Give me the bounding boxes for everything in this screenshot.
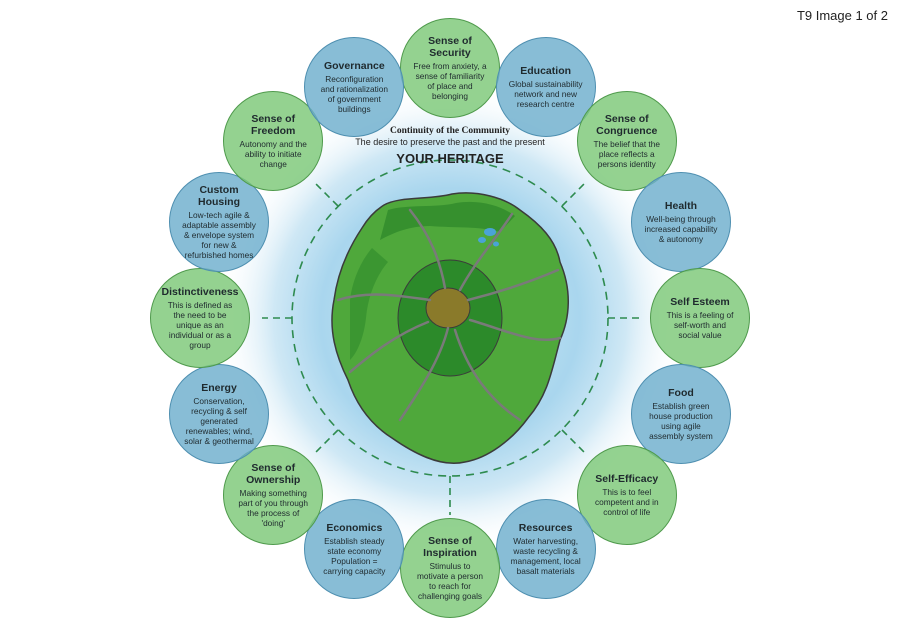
node-description: Water harvesting, waste recycling & mana… (510, 535, 581, 576)
node-title: Sense of Inspiration (423, 535, 477, 559)
node-description: This is to feel competent and in control… (594, 486, 659, 517)
node-description: Autonomy and the ability to initiate cha… (239, 139, 307, 170)
image-counter: T9 Image 1 of 2 (796, 8, 888, 23)
node-description: Conservation, recycling & self generated… (184, 395, 254, 446)
center-heading: YOUR HERITAGE (396, 151, 504, 166)
node-title: Education (520, 65, 572, 78)
island-illustration (331, 192, 569, 464)
node-description: Free from anxiety, a sense of familiarit… (413, 61, 487, 101)
center-title: Continuity of the Community (389, 126, 511, 136)
node-title: Self-Efficacy (595, 472, 659, 485)
node-description: Low-tech agile & adaptable assembly & en… (182, 210, 256, 261)
node-description: Stimulus to motivate a person to reach f… (417, 561, 483, 601)
node-description: Making something part of you through the… (238, 487, 309, 528)
node-title: Resources (518, 521, 573, 534)
node-description: The belief that the place reflects a per… (593, 139, 660, 170)
spoke-lines (262, 182, 640, 515)
node-title: Food (668, 386, 694, 399)
node-title: Governance (323, 60, 385, 73)
node-title: Sense of Security (428, 35, 472, 59)
node-description: Global sustainability network and new re… (508, 79, 583, 110)
node-title: Custom Housing (198, 184, 241, 209)
center-subtitle: The desire to preserve the past and the … (355, 137, 545, 147)
node-description: This is defined as the need to be unique… (167, 300, 233, 350)
node-description: Establish steady state economy Populatio… (323, 535, 386, 576)
node-title: Self Esteem (670, 296, 730, 308)
node-title: Sense of Ownership (246, 461, 301, 486)
node-title: Distinctiveness (161, 286, 239, 298)
center-caption: Continuity of the Community The desire t… (330, 126, 570, 166)
node-description: Reconfiguration and rationalization of g… (320, 74, 388, 115)
node-description: Establish green house production using a… (649, 400, 713, 441)
node-title: Energy (201, 381, 237, 394)
node-title: Sense of Congruence (596, 113, 658, 138)
node-title: Health (664, 200, 698, 213)
node-description: This is a feeling of self-worth and soci… (666, 310, 734, 340)
node-title: Economics (326, 521, 383, 534)
node-description: Well-being through increased capability … (644, 214, 718, 245)
node-title: Sense of Freedom (251, 113, 296, 138)
